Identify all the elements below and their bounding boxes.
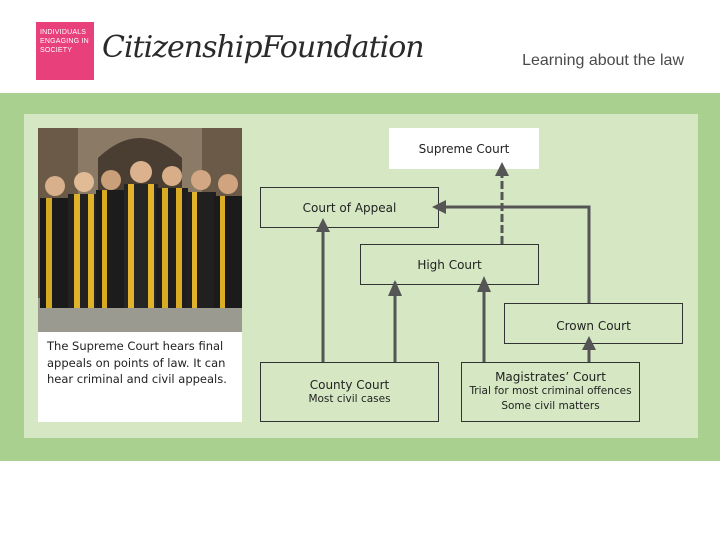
- magistrates-court-desc-1: Trial for most criminal offences: [469, 385, 632, 397]
- magistrates-court-label: Magistrates’ Court: [495, 370, 606, 384]
- high-court-box: High Court: [360, 244, 539, 285]
- crown-court-box: Crown Court: [504, 303, 683, 344]
- county-court-label: County Court: [309, 377, 390, 392]
- logo-badge: INDIVIDUALS ENGAGING IN SOCIETY: [36, 22, 94, 80]
- county-court-box: County Court Most civil cases: [260, 362, 439, 422]
- supreme-court-box: Supreme Court: [389, 128, 539, 169]
- logo-line-3: SOCIETY: [40, 47, 73, 54]
- court-of-appeal-box: Court of Appeal: [260, 187, 439, 228]
- county-court-desc: Most civil cases: [308, 392, 391, 405]
- magistrates-court-desc-2: Some civil matters: [501, 400, 600, 412]
- logo-line-1: INDIVIDUALS: [40, 29, 87, 36]
- crown-court-label: Crown Court: [556, 318, 631, 333]
- magistrates-court-box: Magistrates’ Court Trial for most crimin…: [461, 362, 640, 422]
- judges-photo: [38, 128, 242, 332]
- logo-line-2: ENGAGING IN: [40, 38, 89, 45]
- page-subtitle: Learning about the law: [522, 52, 684, 69]
- judges-photo-illustration: [38, 128, 242, 332]
- logo-wordmark: CitizenshipFoundation: [102, 30, 425, 65]
- high-court-label: High Court: [417, 257, 482, 272]
- photo-caption: The Supreme Court hears final appeals on…: [38, 332, 242, 422]
- supreme-court-label: Supreme Court: [418, 141, 510, 156]
- court-of-appeal-label: Court of Appeal: [302, 200, 397, 215]
